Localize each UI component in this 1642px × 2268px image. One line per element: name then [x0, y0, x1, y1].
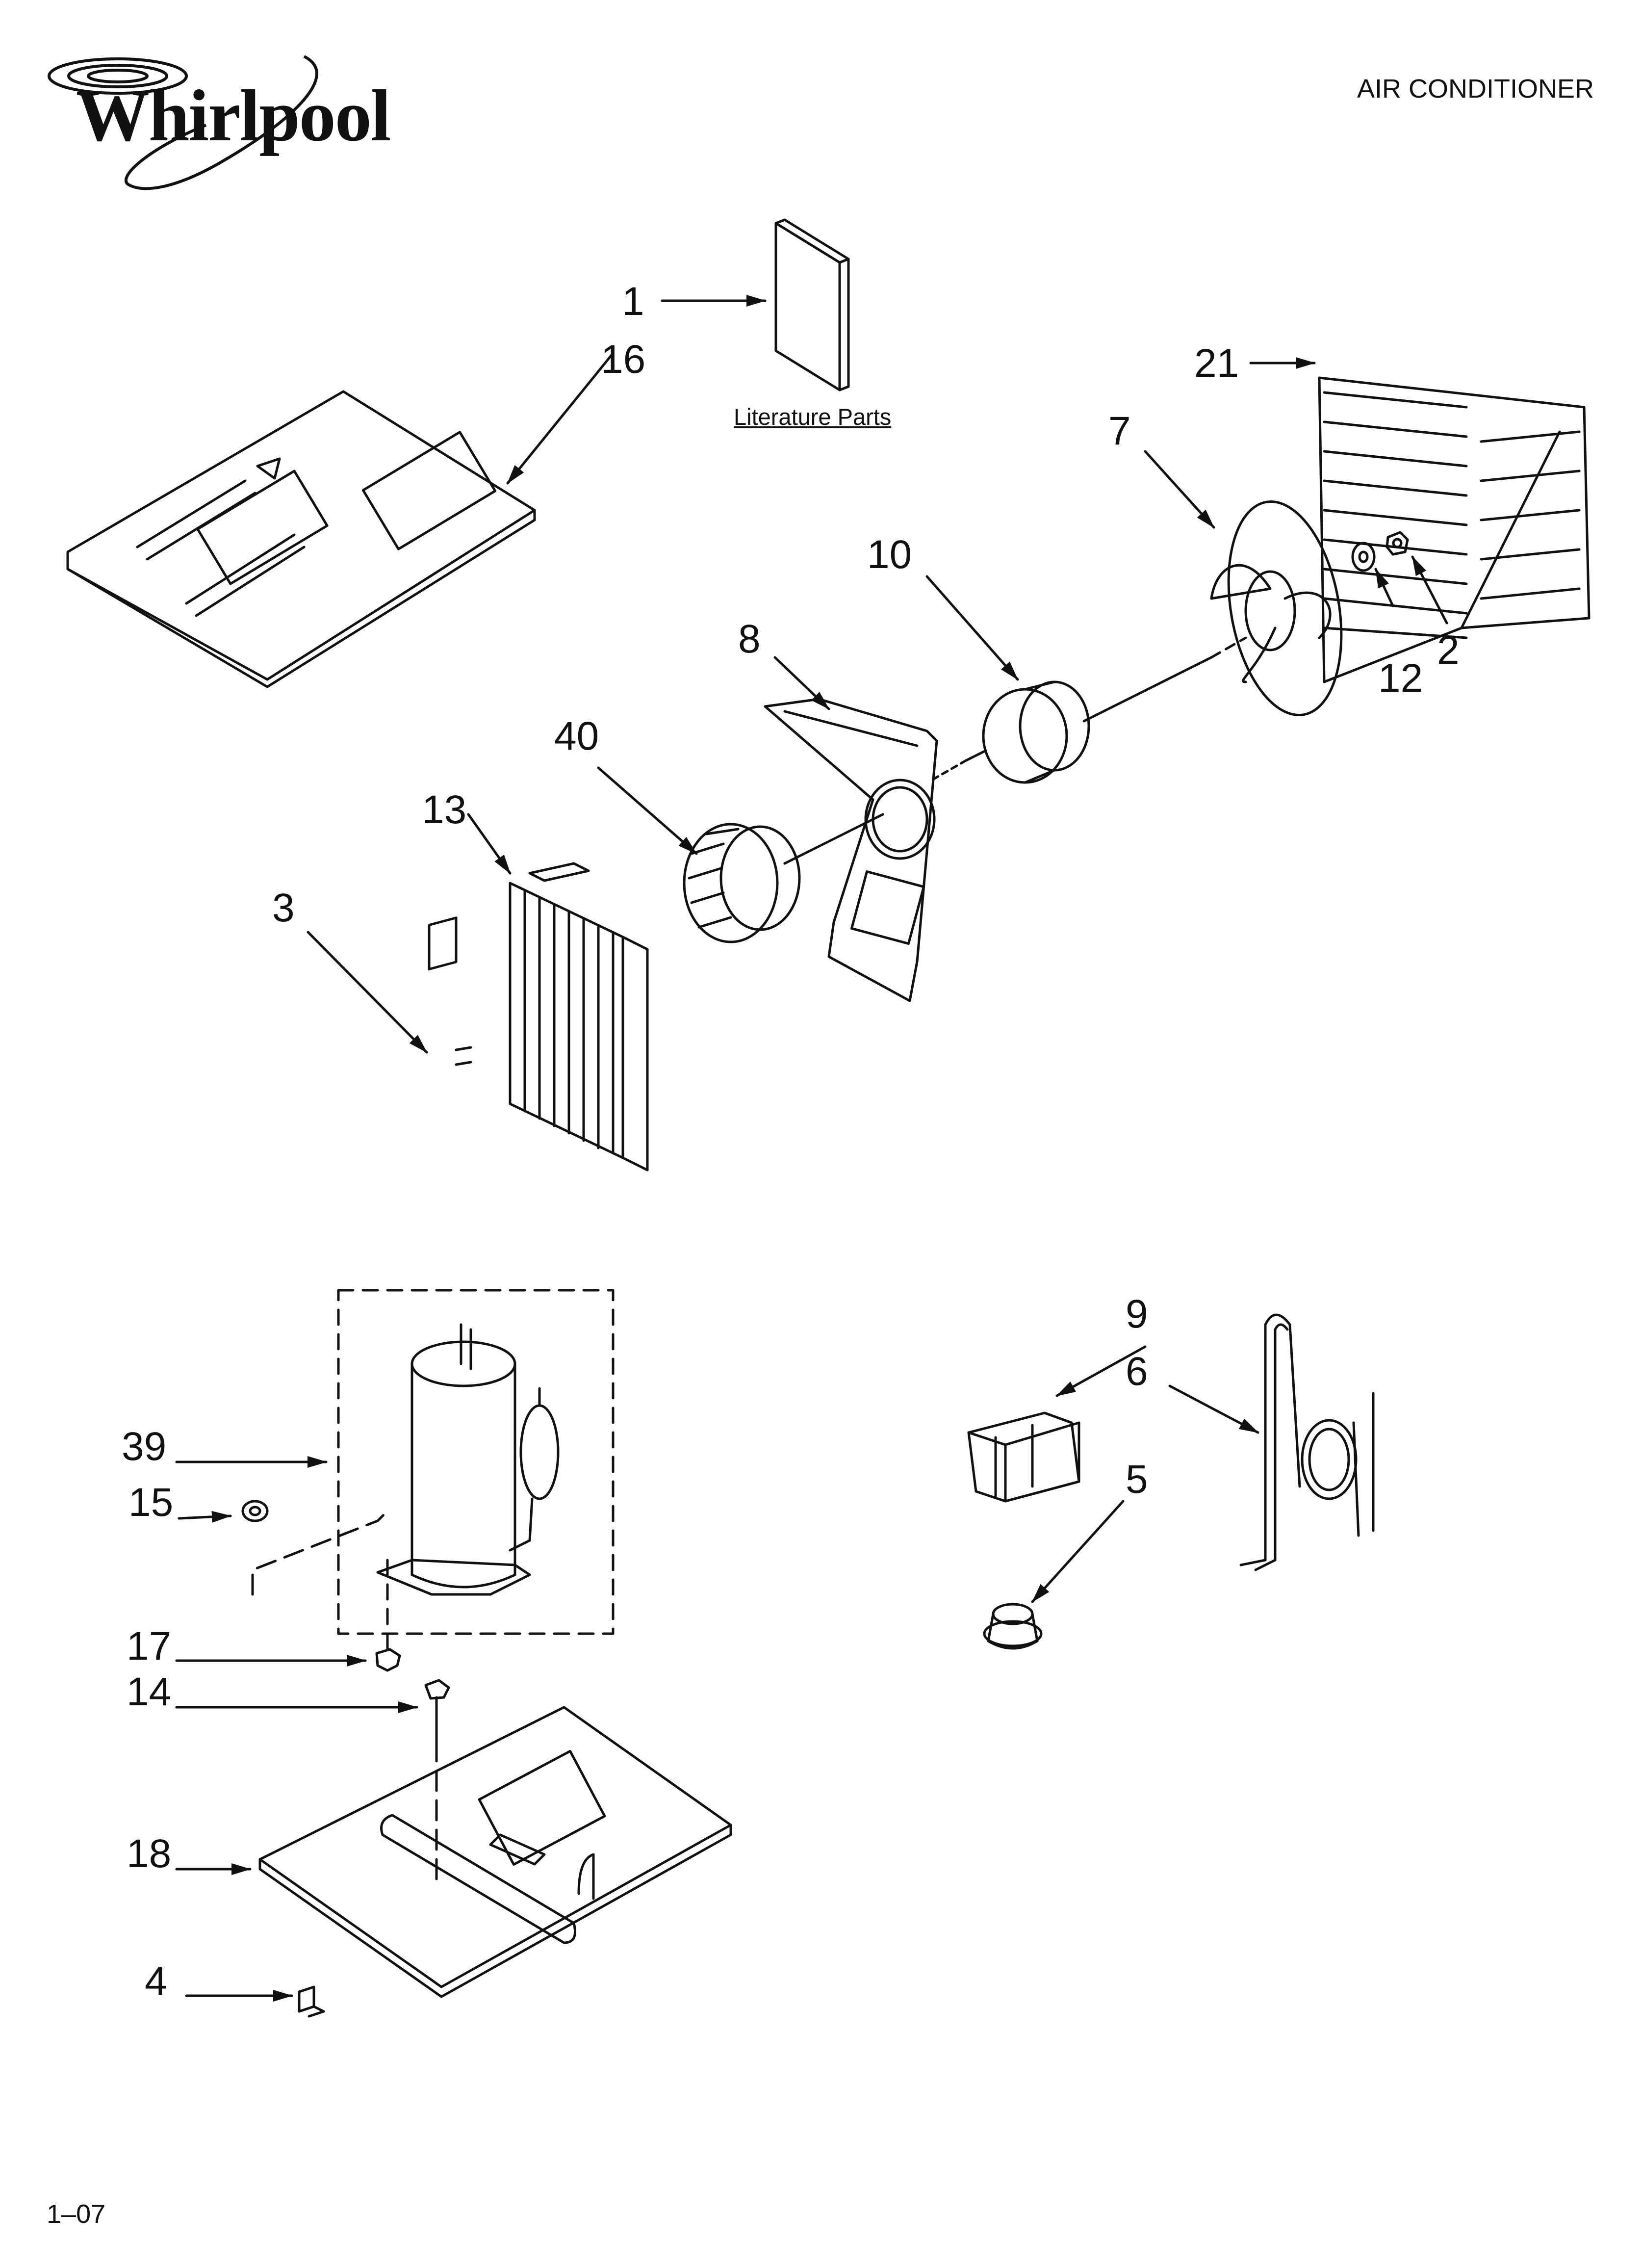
page-title: AIR CONDITIONER [1357, 74, 1594, 104]
part-base-pan [258, 1706, 732, 1998]
callout-39: 39 [122, 1424, 167, 1469]
part-screw [424, 1679, 450, 1880]
callout-5: 5 [1126, 1457, 1148, 1502]
callout-9: 9 [1126, 1292, 1148, 1336]
part-plug-cap [983, 1603, 1043, 1650]
callout-18: 18 [127, 1831, 172, 1876]
part-condenser-fan [1210, 500, 1343, 716]
part-fan-motor [930, 636, 1247, 784]
part-compressor [376, 1323, 560, 1596]
part-clip [298, 1985, 325, 2018]
callout-14: 14 [127, 1669, 172, 1714]
callout-17: 17 [127, 1624, 172, 1668]
part-evaporator-coil [509, 862, 649, 1172]
part-thermostat-sensor [428, 916, 472, 1066]
callout-4: 4 [145, 1959, 167, 2004]
part-motor-bracket [764, 698, 938, 1002]
callout-12: 12 [1378, 656, 1423, 701]
part-thermistor [1239, 1313, 1375, 1571]
callout-40: 40 [554, 714, 599, 758]
callout-13: 13 [422, 787, 467, 832]
part-blower-wheel [683, 813, 884, 943]
callout-6: 6 [1126, 1349, 1148, 1394]
literature-parts-caption: Literature Parts [734, 404, 892, 430]
part-capacitor-block [967, 1411, 1080, 1503]
part-grommet [241, 1500, 269, 1522]
part-nut [1385, 531, 1409, 556]
part-literature-booklet [774, 218, 850, 391]
brand-wordmark: Whirlpool [76, 75, 391, 156]
callout-1: 1 [622, 279, 644, 324]
whirlpool-swirl-icon [48, 55, 318, 190]
callout-15: 15 [128, 1480, 174, 1525]
compressor-assembly-box [337, 1289, 615, 1635]
part-condenser-coil [1318, 376, 1591, 683]
part-mounting-nut [375, 1648, 401, 1672]
callout-2: 2 [1437, 628, 1460, 673]
whirlpool-logo: Whirlpool [29, 47, 391, 204]
callout-7: 7 [1108, 409, 1131, 453]
callout-21: 21 [1194, 341, 1239, 386]
part-washer [1351, 542, 1376, 572]
callout-8: 8 [738, 617, 761, 661]
callout-10: 10 [867, 532, 912, 577]
footer-code: 1–07 [47, 2199, 106, 2229]
callout-3: 3 [272, 886, 295, 930]
callout-16: 16 [601, 337, 646, 382]
part-top-panel [66, 390, 536, 688]
